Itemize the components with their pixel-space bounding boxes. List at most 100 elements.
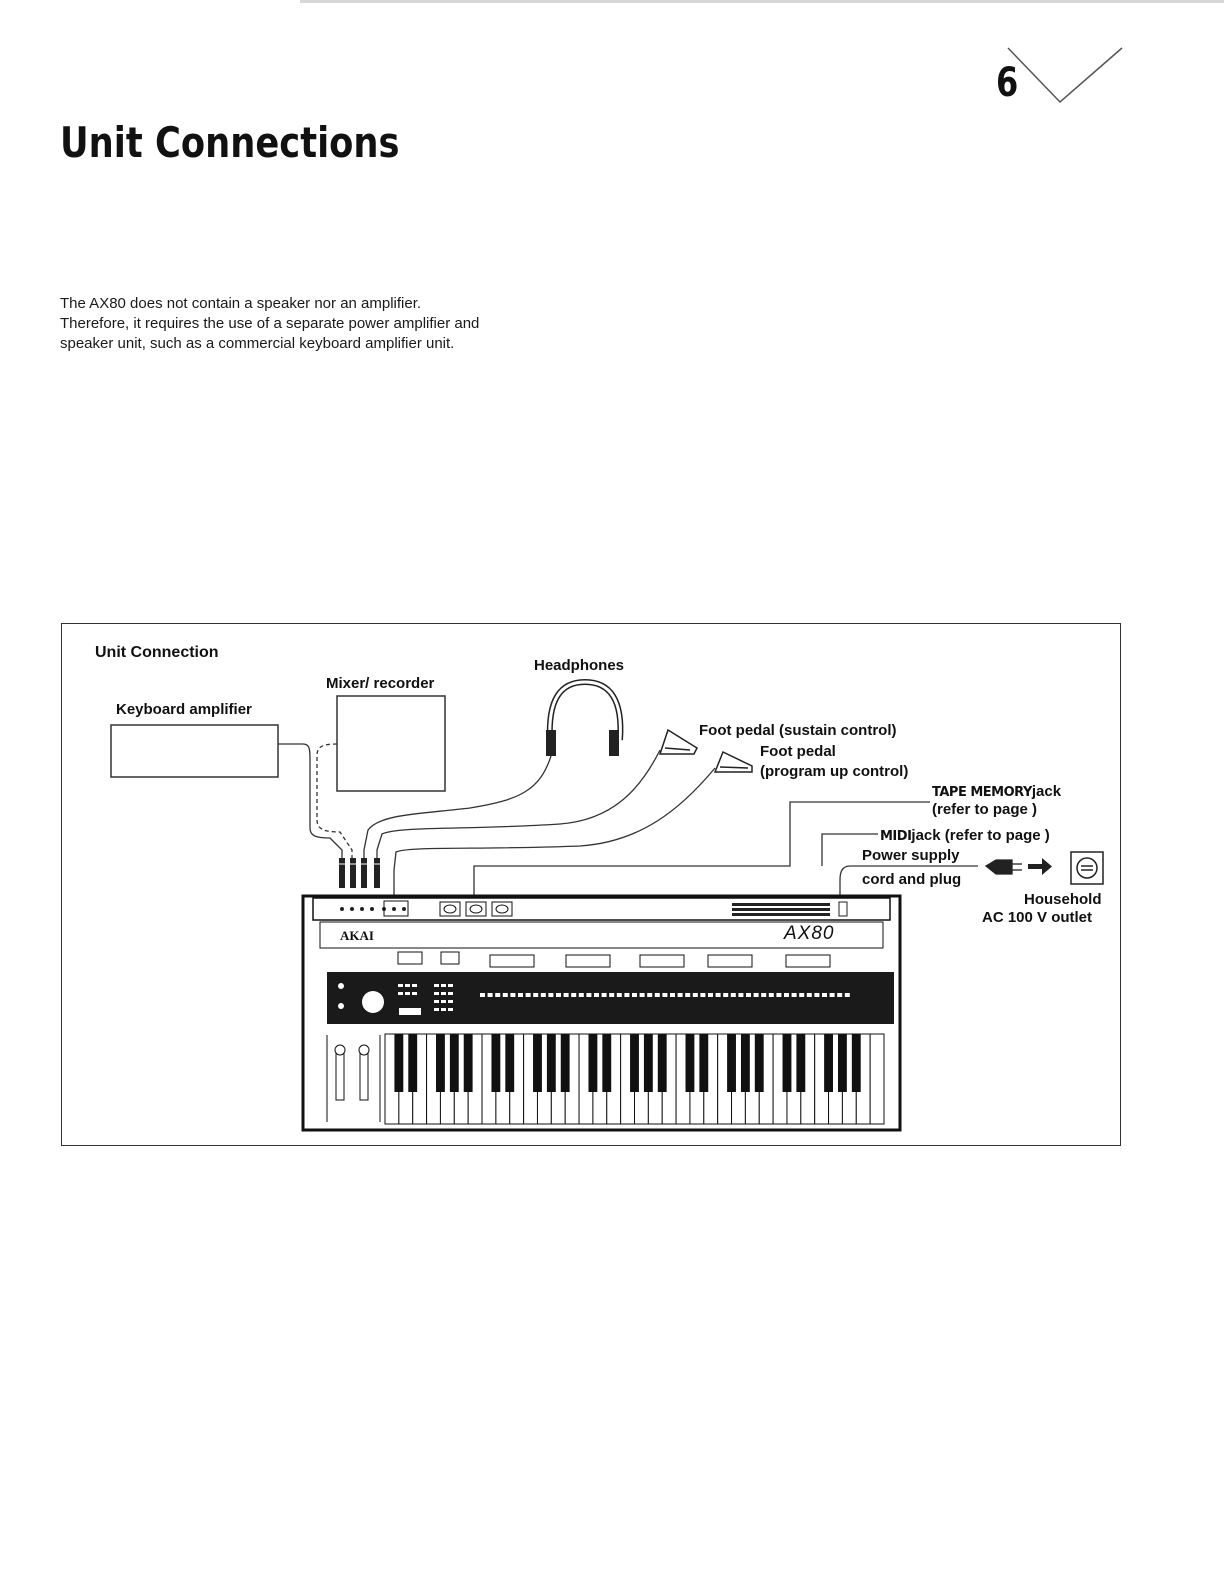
panel-button [662, 993, 668, 997]
wall-outlet-icon [1070, 851, 1104, 885]
mixer-recorder-box [336, 695, 446, 792]
panel-button [776, 993, 782, 997]
ax80-synthesizer [301, 894, 902, 1132]
panel-button [791, 993, 797, 997]
black-key [602, 1034, 612, 1092]
outlet-label: AC 100 V outlet [982, 909, 1093, 926]
panel-button [829, 993, 835, 997]
figure-caption: Unit Connection [95, 644, 219, 661]
power-plug-icon [984, 859, 1022, 875]
intro-line: speaker unit, such as a commercial keybo… [60, 335, 455, 352]
foot-pedal-sustain-label: Foot pedal (sustain control) [699, 722, 897, 739]
tape-memory-jack-label: TAPE MEMORYjack [932, 782, 1061, 803]
panel-button [806, 993, 812, 997]
black-key [491, 1034, 501, 1092]
panel-button [480, 993, 485, 997]
black-key [505, 1034, 515, 1092]
panel-button [448, 992, 453, 995]
panel-button [556, 993, 561, 997]
black-key [560, 1034, 570, 1092]
intro-line: The AX80 does not contain a speaker nor … [60, 295, 422, 312]
panel-button [412, 992, 417, 995]
panel-button [799, 993, 805, 997]
power-supply-label: Power supply [862, 847, 960, 864]
panel-button [616, 993, 622, 997]
black-key [754, 1034, 764, 1092]
black-key [546, 1034, 556, 1092]
panel-button [837, 993, 843, 997]
panel-button [601, 993, 607, 997]
panel-button [495, 993, 501, 997]
black-key [643, 1034, 653, 1092]
foot-pedal-program-label: Foot pedal [760, 743, 836, 760]
connection-diagram-frame [61, 623, 1121, 1146]
panel-button [434, 1000, 439, 1003]
panel-button [540, 993, 546, 997]
black-key [408, 1034, 418, 1092]
panel-button [510, 993, 516, 997]
tape-memory-ref: (refer to page ) [932, 801, 1038, 818]
panel-button [448, 1000, 453, 1003]
panel-button [715, 993, 721, 997]
panel-button [647, 993, 653, 997]
panel-button [708, 993, 713, 997]
panel-button [730, 993, 736, 997]
page-corner-mark [1007, 47, 1123, 104]
midi-suffix: jack (refer to page ) [911, 827, 1050, 844]
black-key [727, 1034, 736, 1092]
white-key [869, 1033, 885, 1125]
tape-memory-name: TAPE MEMORY [932, 785, 1032, 800]
panel-button [448, 984, 453, 987]
panel-button [632, 993, 637, 997]
panel-button [639, 993, 645, 997]
page-number: 6 [996, 60, 1019, 106]
household-label: Household [1024, 891, 1102, 908]
black-key [463, 1034, 473, 1092]
foot-pedal-program-icon [713, 750, 753, 773]
headphones-label: Headphones [534, 657, 625, 674]
black-key [588, 1034, 598, 1092]
black-key [449, 1034, 459, 1092]
black-key [657, 1034, 667, 1092]
panel-button [502, 993, 508, 997]
black-key [699, 1034, 709, 1092]
panel-button [434, 984, 439, 987]
panel-button [441, 984, 446, 987]
panel-button [685, 993, 691, 997]
arrow-icon [1028, 858, 1052, 875]
black-key [837, 1034, 847, 1092]
panel-button [768, 993, 774, 997]
panel-button [525, 993, 531, 997]
panel-button [594, 993, 599, 997]
panel-button [822, 993, 827, 997]
panel-button [563, 993, 569, 997]
black-key [685, 1034, 695, 1092]
panel-button [441, 1000, 446, 1003]
panel-button [738, 993, 744, 997]
keyboard-amplifier-box [110, 724, 279, 778]
panel-button [434, 992, 439, 995]
midi-name: MIDI [880, 829, 912, 844]
panel-button [405, 984, 410, 987]
panel-button [548, 993, 554, 997]
panel-button [434, 1008, 439, 1011]
panel-button [700, 993, 706, 997]
mixer-recorder-label: Mixer/ recorder [326, 675, 435, 692]
panel-button [398, 984, 403, 987]
intro-line: Therefore, it requires the use of a sepa… [60, 315, 480, 332]
panel-button [487, 993, 493, 997]
panel-button [518, 993, 523, 997]
panel-button [571, 993, 577, 997]
panel-button [677, 993, 683, 997]
black-key [740, 1034, 750, 1092]
panel-button [753, 993, 759, 997]
panel-button [624, 993, 630, 997]
black-key [533, 1034, 542, 1092]
panel-button [441, 1008, 446, 1011]
panel-button [578, 993, 584, 997]
black-key [796, 1034, 806, 1092]
panel-button [533, 993, 539, 997]
black-key [630, 1034, 639, 1092]
foot-pedal-program-sublabel: (program up control) [760, 763, 909, 780]
